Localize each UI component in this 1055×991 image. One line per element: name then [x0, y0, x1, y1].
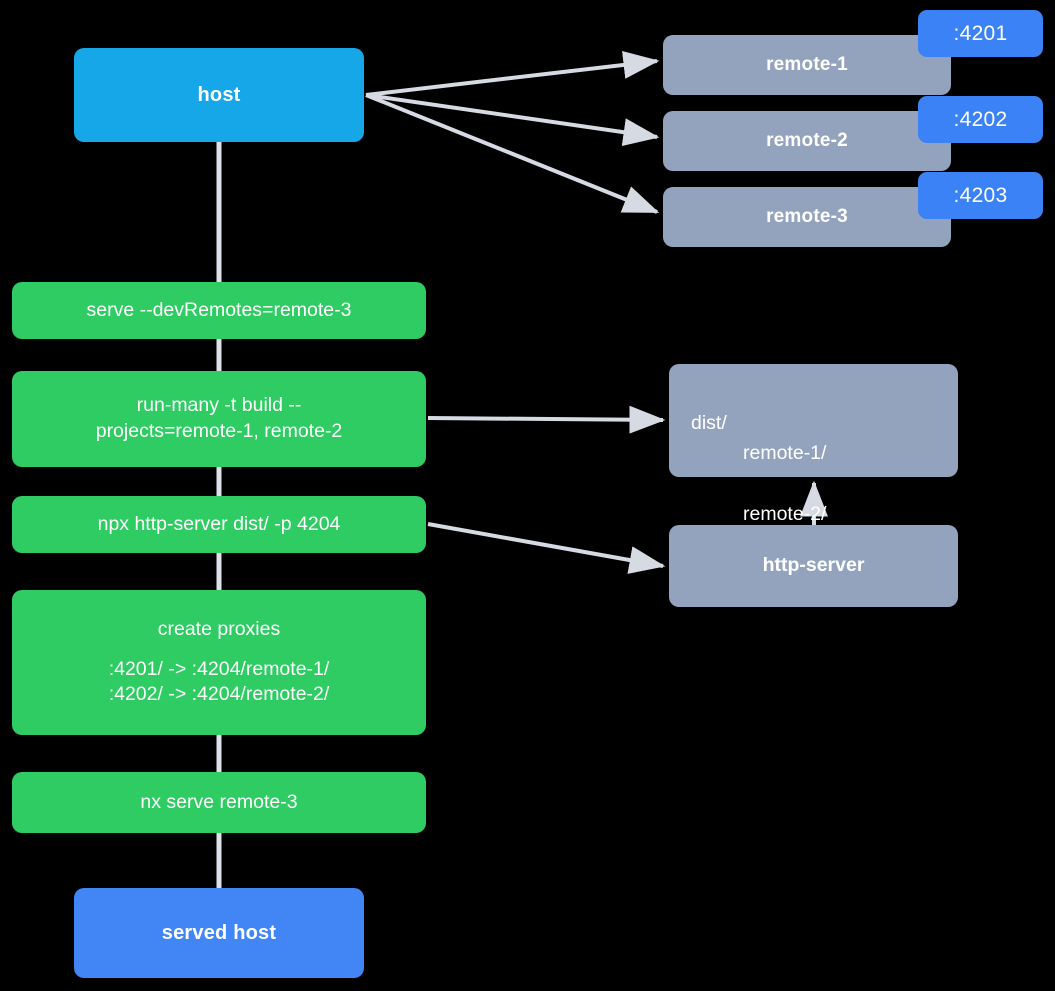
node-command-serve-devremotes[interactable]: serve --devRemotes=remote-3 — [12, 282, 426, 339]
node-host[interactable]: host — [74, 48, 364, 142]
node-served-host-label: served host — [161, 921, 277, 944]
node-command-nx-serve-remote-3[interactable]: nx serve remote-3 — [12, 772, 426, 833]
node-dist-root-label: dist/ — [691, 412, 727, 435]
node-http-server[interactable]: http-server — [669, 525, 958, 607]
node-served-host[interactable]: served host — [74, 888, 364, 978]
node-command-run-many[interactable]: run-many -t build -- projects=remote-1, … — [12, 371, 426, 467]
node-remote-2-label: remote-2 — [766, 130, 848, 152]
node-command-run-many-label: run-many -t build -- projects=remote-1, … — [95, 394, 343, 442]
badge-remote-2-port-label: :4202 — [953, 107, 1008, 131]
node-dist-child-1-label: remote-1/ — [743, 442, 827, 465]
node-remote-1[interactable]: remote-1 — [663, 35, 951, 95]
node-command-create-proxies-line-1: :4201/ -> :4204/remote-1/ — [108, 657, 330, 680]
badge-remote-3-port: :4203 — [918, 172, 1043, 219]
edge-npx-to-httpserver — [427, 522, 666, 574]
node-command-npx-http-server[interactable]: npx http-server dist/ -p 4204 — [12, 496, 426, 553]
node-http-server-label: http-server — [762, 554, 865, 577]
badge-remote-1-port: :4201 — [918, 10, 1043, 57]
node-remote-2[interactable]: remote-2 — [663, 111, 951, 171]
node-remote-1-label: remote-1 — [766, 54, 848, 76]
edge-host-to-remote-2 — [365, 93, 660, 147]
badge-remote-3-port-label: :4203 — [953, 183, 1008, 207]
edge-host-to-remote-1 — [365, 50, 660, 97]
node-dist-folder[interactable]: dist/ remote-1/ remote-2/ — [669, 364, 958, 525]
edge-host-to-remote-3 — [365, 93, 660, 214]
node-command-create-proxies-title: create proxies — [157, 617, 281, 640]
node-command-create-proxies[interactable]: create proxies :4201/ -> :4204/remote-1/… — [12, 590, 426, 735]
node-remote-3-label: remote-3 — [766, 206, 848, 228]
node-dist-folder-tree: dist/ remote-1/ remote-2/ — [691, 378, 826, 559]
node-dist-child-2-label: remote-2/ — [743, 502, 827, 525]
node-command-serve-devremotes-label: serve --devRemotes=remote-3 — [86, 298, 352, 321]
node-command-npx-http-server-label: npx http-server dist/ -p 4204 — [97, 512, 341, 535]
badge-remote-1-port-label: :4201 — [953, 21, 1008, 45]
badge-remote-2-port: :4202 — [918, 96, 1043, 143]
node-remote-3[interactable]: remote-3 — [663, 187, 951, 247]
node-command-create-proxies-line-2: :4202/ -> :4204/remote-2/ — [108, 683, 330, 706]
node-host-label: host — [197, 83, 241, 106]
edge-runmany-to-dist — [427, 405, 666, 434]
node-command-nx-serve-remote-3-label: nx serve remote-3 — [140, 790, 298, 813]
